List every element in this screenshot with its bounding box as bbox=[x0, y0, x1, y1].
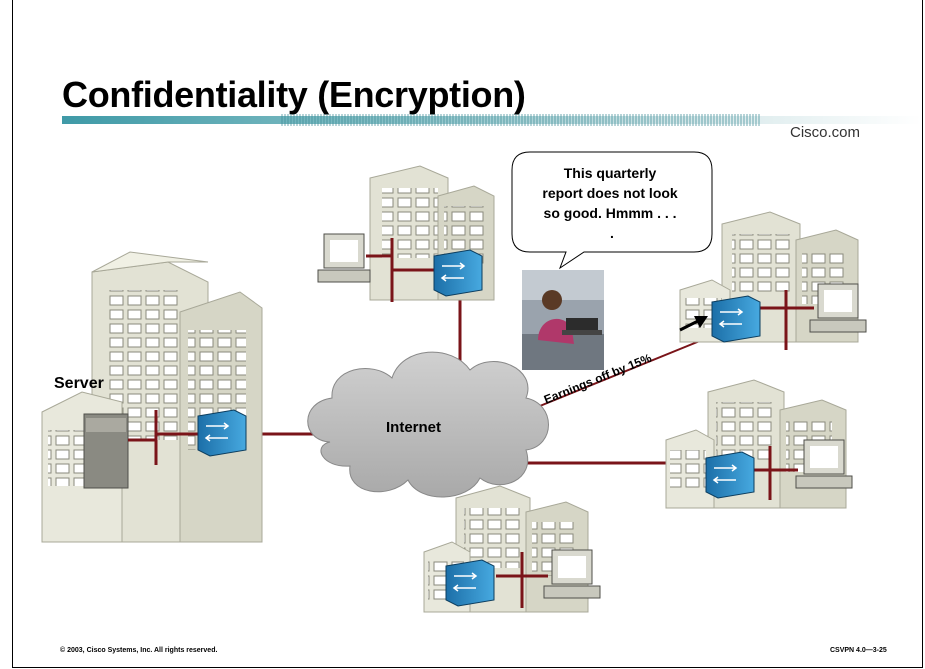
right-bottom-site bbox=[665, 379, 853, 509]
brand-label: Cisco.com bbox=[790, 124, 861, 141]
title-bar bbox=[62, 114, 922, 126]
speech-bubble: This quarterly report does not look so g… bbox=[511, 151, 713, 270]
vpn-device-top bbox=[433, 249, 483, 297]
slide-title: Confidentiality (Encryption) bbox=[62, 74, 526, 115]
copyright-text: © 2003, Cisco Systems, Inc. All rights r… bbox=[60, 647, 218, 654]
vpn-device-server bbox=[197, 409, 247, 457]
speech-line-3: so good. Hmmm . . . bbox=[544, 205, 677, 221]
svg-text:This quarterly report do: This quarterly report does not look so g… bbox=[542, 165, 681, 241]
server-site: Server bbox=[41, 251, 263, 543]
server-label: Server bbox=[54, 375, 104, 392]
eavesdropper-photo bbox=[522, 270, 604, 370]
internet-cloud: Internet bbox=[307, 351, 549, 498]
speech-line-1: This quarterly bbox=[564, 165, 657, 181]
slide-frame bbox=[12, 0, 923, 668]
vpn-device-right-top bbox=[711, 295, 761, 343]
vpn-device-right-bottom bbox=[705, 451, 755, 499]
speech-line-2: report does not look bbox=[542, 185, 678, 201]
speech-line-4: . bbox=[610, 225, 614, 241]
cloud-label: Internet bbox=[386, 419, 441, 436]
course-code: CSVPN 4.0—3-25 bbox=[830, 647, 887, 654]
vpn-device-bottom bbox=[445, 559, 495, 607]
